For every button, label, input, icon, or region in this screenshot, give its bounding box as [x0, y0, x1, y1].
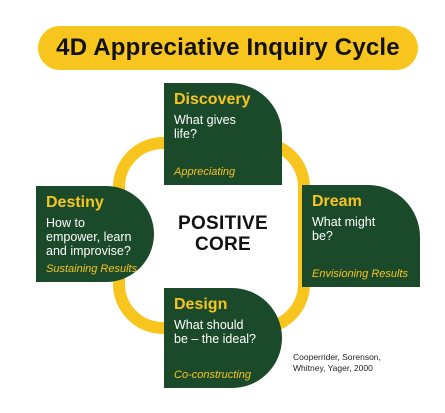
citation-text: Cooperrider, Sorenson, Whitney, Yager, 2…: [293, 352, 381, 373]
stage-question-destiny: How to empower, learn and improvise?: [46, 216, 132, 258]
core-line-1: POSITIVE: [177, 213, 269, 234]
stage-phase-dream: Envisioning Results: [312, 268, 408, 280]
stage-phase-design: Co-constructing: [174, 369, 252, 381]
stage-card-destiny: Destiny How to empower, learn and improv…: [36, 186, 154, 282]
stage-heading-design: Design: [174, 296, 228, 313]
stage-phase-discovery: Appreciating: [174, 166, 236, 178]
core-line-2: CORE: [194, 234, 252, 255]
stage-heading-dream: Dream: [312, 193, 362, 210]
stage-card-dream: Dream What might be? Envisioning Results: [302, 185, 420, 287]
stage-card-design: Design What should be – the ideal? Co-co…: [164, 288, 282, 388]
stage-question-dream: What might be?: [312, 215, 376, 243]
stage-heading-discovery: Discovery: [174, 91, 251, 108]
stage-question-discovery: What gives life?: [174, 113, 236, 141]
stage-question-design: What should be – the ideal?: [174, 318, 257, 346]
diagram-title: 4D Appreciative Inquiry Cycle: [56, 34, 400, 61]
title-banner: 4D Appreciative Inquiry Cycle: [38, 26, 418, 70]
stage-heading-destiny: Destiny: [46, 194, 104, 211]
stage-card-discovery: Discovery What gives life? Appreciating: [164, 83, 282, 185]
positive-core-label: POSITIVE CORE: [165, 213, 281, 255]
stage-phase-destiny: Sustaining Results: [46, 263, 138, 275]
